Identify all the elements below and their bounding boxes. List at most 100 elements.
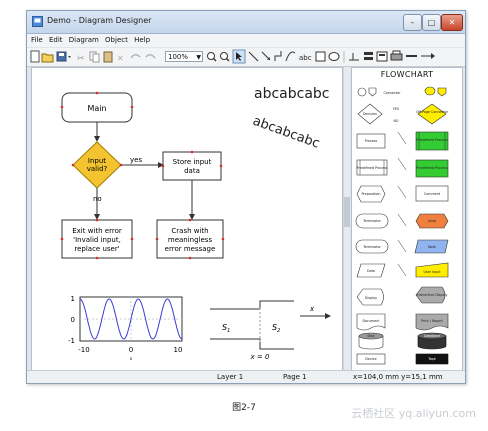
redo-icon[interactable] (145, 54, 156, 59)
palette-terminator-alt-shape[interactable]: Terminator (355, 239, 389, 254)
font-sample-text[interactable]: abcabcabc (254, 86, 330, 102)
palette-document-shape[interactable]: Document (356, 313, 386, 331)
palette-comment-shape[interactable]: Comment (415, 185, 449, 202)
s1-label: S1 (222, 323, 230, 334)
menu-edit[interactable]: Edit (48, 36, 63, 44)
menu-file[interactable]: File (31, 36, 43, 44)
yes-label: yes (130, 156, 142, 164)
palette-connector-lines (397, 131, 407, 277)
connector-tool-icon[interactable] (274, 51, 282, 61)
crash-label-line2: meaningless (168, 236, 213, 244)
palette-user-input-shape[interactable]: User Input (415, 262, 449, 278)
palette-predefined-process-white-shape[interactable]: Predefined Process (356, 159, 388, 176)
zoom-out-icon[interactable] (220, 52, 230, 62)
start-node-label: Main (87, 104, 106, 113)
svg-text:Predefined Process: Predefined Process (356, 166, 387, 170)
flow-start-node[interactable]: Main (61, 92, 133, 123)
layers-icon[interactable] (364, 52, 373, 60)
palette-predefined-process-green-shape[interactable]: Predefined Process (415, 159, 449, 178)
menu-bar: File Edit Diagram Object Help (27, 34, 465, 47)
palette-decision-shape[interactable]: Decision YES NO (357, 103, 399, 125)
palette-note-shape[interactable]: Note (414, 239, 449, 254)
menu-diagram[interactable]: Diagram (68, 36, 99, 44)
svg-text:Print / Report: Print / Report (421, 319, 443, 323)
y-tick-label: 0 (71, 316, 75, 324)
canvas-scrollbar[interactable] (343, 67, 350, 369)
menu-help[interactable]: Help (134, 36, 151, 44)
cut-icon[interactable]: ✂ (77, 54, 85, 64)
x-tick-label: 10 (174, 346, 183, 354)
svg-text:Device: Device (365, 357, 376, 361)
step-diagram[interactable]: x S1 S2 x = 0 (210, 300, 331, 361)
flow-crash-node[interactable]: Crash with meaningless error message (156, 219, 224, 259)
palette-predefined-process-shape[interactable]: Predefined Process (415, 131, 449, 151)
palette-terminator-shape[interactable]: Terminator (355, 213, 389, 229)
palette-display-shape[interactable]: Display (356, 288, 384, 306)
pointer-tool-icon[interactable] (232, 49, 246, 64)
drawing-canvas[interactable]: Main Input valid? yes no Store input dat… (31, 67, 343, 371)
x-axis-label: x (130, 356, 133, 361)
chevron-down-icon: ▼ (196, 54, 201, 61)
toolbar-icons: ✂ ✕ abc (30, 49, 435, 64)
minimize-button[interactable]: – (403, 14, 422, 31)
palette-connector-shape[interactable]: Connector (357, 87, 401, 97)
palette-disk-shape[interactable]: Disk (358, 332, 384, 350)
palette-interactive-display-shape[interactable]: Interactive Display (415, 286, 448, 304)
image-icon[interactable] (376, 51, 388, 62)
ellipse-tool-icon[interactable] (328, 52, 340, 61)
palette-shapes: Connector Decision YES NO Off-Page Conne… (355, 86, 449, 365)
align-icon[interactable] (349, 53, 359, 61)
text-tool-icon[interactable]: abc (299, 54, 312, 62)
palette-offpage-shape[interactable] (424, 86, 447, 97)
flow-decision-node[interactable]: Input valid? (72, 141, 122, 189)
palette-print-report-shape[interactable]: Print / Report (415, 313, 449, 331)
scrollbar-thumb[interactable] (344, 197, 350, 227)
delete-icon[interactable]: ✕ (117, 54, 124, 63)
palette-process-shape[interactable]: Process (356, 133, 386, 149)
sine-curve (79, 298, 183, 340)
open-folder-icon[interactable] (41, 53, 54, 63)
dropdown-arrow-icon[interactable] (68, 56, 71, 58)
y-tick-label: 1 (71, 295, 75, 303)
svg-text:Data: Data (367, 269, 375, 273)
arrow-line-tool-icon[interactable] (261, 51, 271, 61)
palette-tape-shape[interactable]: Tape (415, 353, 449, 365)
font-sample-rotated-text[interactable]: abcabcabc (251, 114, 322, 152)
palette-jump-shape[interactable]: Jump (415, 213, 449, 229)
save-icon[interactable] (56, 51, 67, 62)
flow-store-node[interactable]: Store input data (162, 151, 222, 181)
store-label-line1: Store input (173, 158, 212, 166)
svg-text:Display: Display (365, 296, 377, 300)
zoom-select[interactable]: 100% ▼ (165, 51, 203, 62)
maximize-button[interactable]: □ (422, 14, 441, 31)
palette-offpage-connector-shape[interactable]: Off-Page Connector (416, 103, 449, 125)
line-tool-icon[interactable] (248, 51, 259, 62)
printer-icon[interactable] (390, 50, 403, 61)
arrow-head-icon[interactable] (421, 53, 435, 59)
svg-text:Interactive Display: Interactive Display (417, 293, 448, 297)
palette-preparation-shape[interactable]: Preparation (356, 185, 386, 203)
palette-device-shape[interactable]: Device (356, 353, 386, 365)
diagram-svg: Main Input valid? yes no Store input dat… (60, 86, 331, 361)
zoom-in-icon[interactable] (207, 52, 217, 62)
menu-object[interactable]: Object (105, 36, 128, 44)
undo-icon[interactable] (130, 54, 141, 59)
copy-icon[interactable] (89, 51, 100, 63)
close-button[interactable]: ✕ (441, 14, 463, 31)
flow-exit-node[interactable]: Exit with error 'Invalid input, replace … (61, 219, 133, 259)
palette-database-shape[interactable]: Database (417, 332, 447, 350)
svg-text:Off-Page Connector: Off-Page Connector (416, 110, 449, 114)
new-file-icon[interactable] (30, 50, 40, 63)
palette-data-shape[interactable]: Data (356, 263, 386, 278)
crash-label-line1: Crash with (171, 227, 208, 235)
paste-icon[interactable] (103, 51, 113, 63)
sine-plot[interactable]: 1 0 -1 -10 0 10 x (68, 295, 183, 361)
status-bar: Layer 1 Page 1 x=104,0 mm y=15,1 mm (27, 370, 465, 383)
rectangle-tool-icon[interactable] (315, 51, 326, 62)
figure-caption: 图2-7 (232, 403, 256, 413)
zoom-value: 100% (168, 53, 189, 61)
no-label: no (93, 195, 102, 203)
svg-text:Terminator: Terminator (362, 219, 381, 223)
bezier-tool-icon[interactable] (285, 51, 296, 62)
svg-text:Predefined Process: Predefined Process (416, 166, 447, 170)
